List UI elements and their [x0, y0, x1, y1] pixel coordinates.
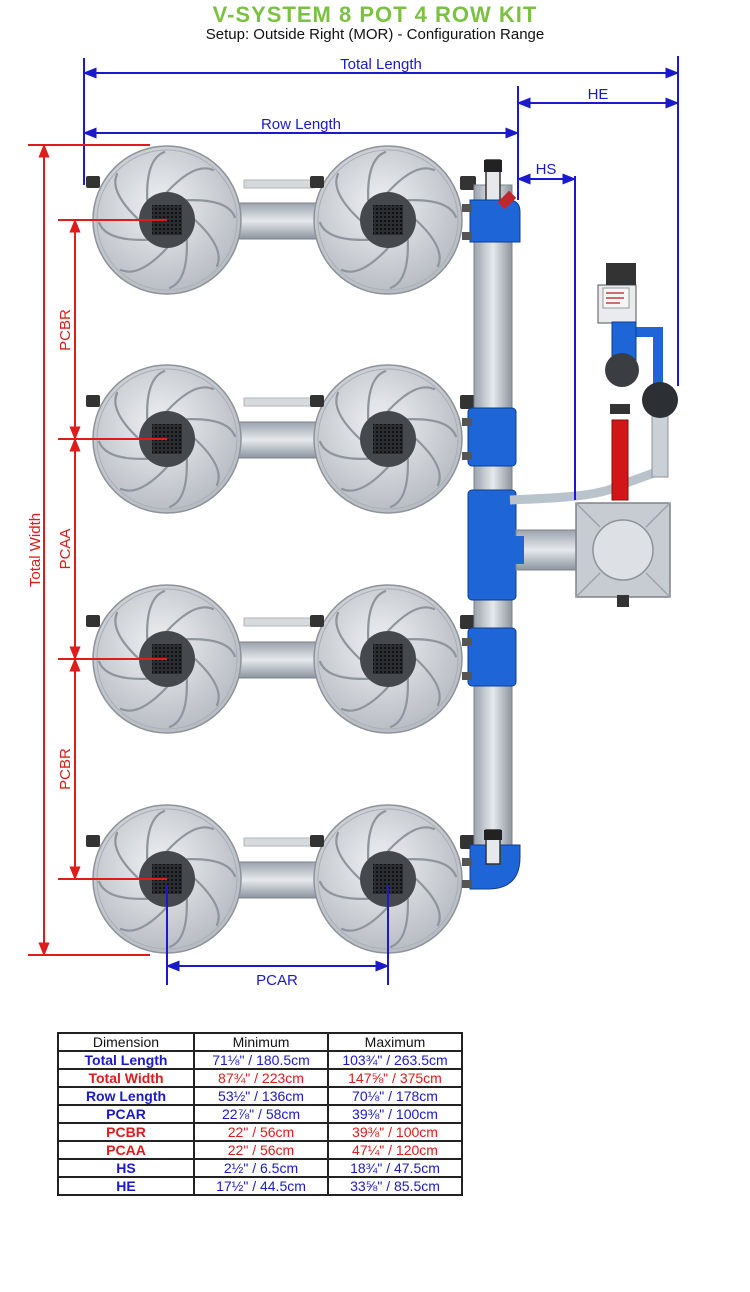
table-cell-dimension: Total Length	[57, 1050, 195, 1070]
main-pipe	[462, 159, 521, 890]
table-cell-dimension: PCAR	[57, 1104, 195, 1124]
table-cell-minimum: 71⅛" / 180.5cm	[193, 1050, 329, 1070]
table-cell-dimension: PCAA	[57, 1140, 195, 1160]
table-cell-dimension: Total Width	[57, 1068, 195, 1088]
label-total-width: Total Width	[27, 513, 44, 587]
table-cell-maximum: 70⅛" / 178cm	[327, 1086, 463, 1106]
label-he: HE	[588, 86, 609, 103]
label-row-length: Row Length	[261, 116, 341, 133]
label-pcbr-bottom: PCBR	[57, 748, 74, 790]
table-cell-maximum: 47¼" / 120cm	[327, 1140, 463, 1160]
table-cell-maximum: 33⅝" / 85.5cm	[327, 1176, 463, 1196]
table-cell-minimum: 22" / 56cm	[193, 1122, 329, 1142]
table-cell-dimension: HE	[57, 1176, 195, 1196]
pot-r1-c2	[312, 144, 464, 296]
pot-r3-c2	[312, 583, 464, 735]
table-cell-minimum: 22⅞" / 58cm	[193, 1104, 329, 1124]
page-subtitle: Setup: Outside Right (MOR) - Configurati…	[205, 26, 545, 43]
table-cell-maximum: 103¾" / 263.5cm	[327, 1050, 463, 1070]
table-cell-dimension: HS	[57, 1158, 195, 1178]
table-cell-maximum: 18¾" / 47.5cm	[327, 1158, 463, 1178]
table-cell-dimension: Row Length	[57, 1086, 195, 1106]
table-cell-minimum: 17½" / 44.5cm	[193, 1176, 329, 1196]
label-pcar: PCAR	[256, 972, 298, 989]
table-cell-maximum: 147⅝" / 375cm	[327, 1068, 463, 1088]
controller-assembly	[509, 263, 678, 607]
table-header-cell: Maximum	[327, 1032, 463, 1052]
pot-r2-c2	[312, 363, 464, 515]
label-total-length: Total Length	[340, 56, 422, 73]
table-cell-minimum: 22" / 56cm	[193, 1140, 329, 1160]
table-cell-minimum: 2½" / 6.5cm	[193, 1158, 329, 1178]
pot-array	[86, 144, 476, 955]
label-pcaa: PCAA	[57, 529, 74, 570]
label-pcbr-top: PCBR	[57, 309, 74, 351]
table-cell-minimum: 87¾" / 223cm	[193, 1068, 329, 1088]
dimension-lines	[28, 56, 680, 985]
label-hs: HS	[536, 161, 557, 178]
page-title: V-SYSTEM 8 POT 4 ROW KIT	[212, 2, 538, 27]
table-header-cell: Minimum	[193, 1032, 329, 1052]
table-cell-maximum: 39⅜" / 100cm	[327, 1122, 463, 1142]
system-diagram: Total Length HE Row Length HS PCAR PCBR …	[27, 56, 680, 989]
table-header-row: Dimension Minimum Maximum	[57, 1032, 463, 1052]
table-header-cell: Dimension	[57, 1032, 195, 1052]
table-cell-minimum: 53½" / 136cm	[193, 1086, 329, 1106]
table-cell-maximum: 39⅜" / 100cm	[327, 1104, 463, 1124]
table-cell-dimension: PCBR	[57, 1122, 195, 1142]
